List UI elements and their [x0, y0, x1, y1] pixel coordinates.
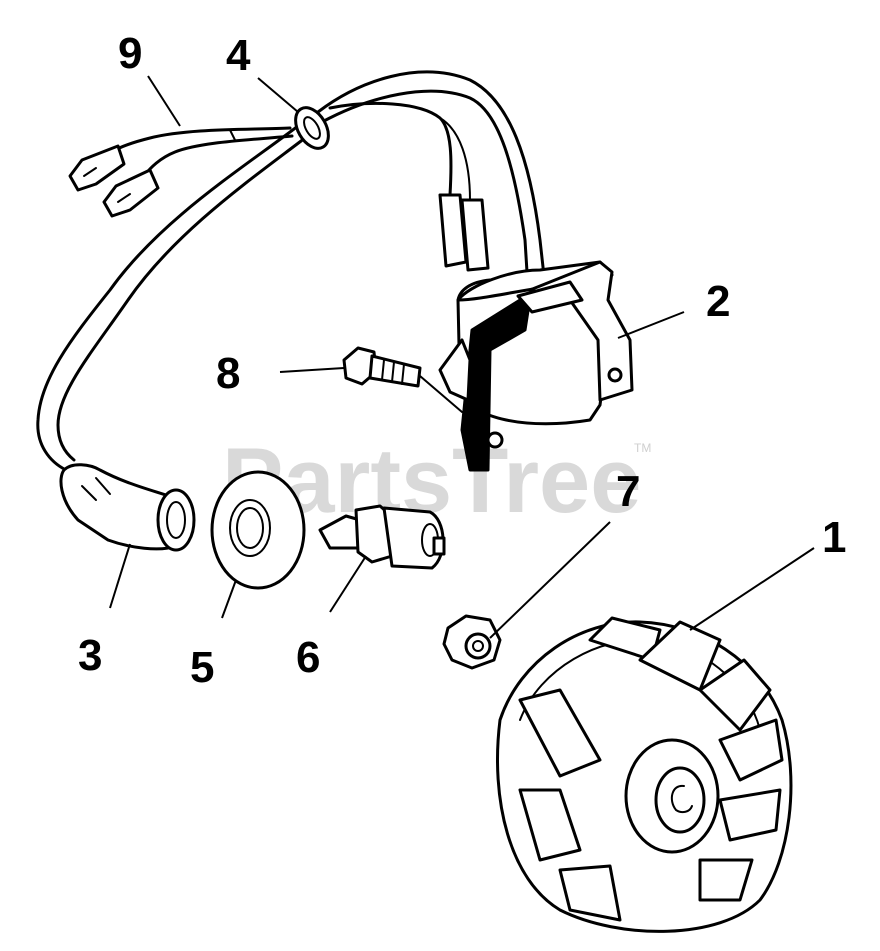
callout-8: 8	[216, 349, 240, 398]
part-4-grommet	[294, 106, 330, 150]
callout-4: 4	[226, 31, 251, 80]
callout-5: 5	[190, 643, 214, 692]
watermark-trademark: TM	[634, 441, 651, 455]
leader-lines	[109, 75, 815, 639]
callout-3: 3	[78, 631, 102, 680]
callout-1: 1	[822, 513, 846, 562]
part-8-screw	[342, 346, 463, 413]
callout-2: 2	[706, 277, 730, 326]
coil-connectors	[438, 193, 490, 272]
part-6-terminal	[318, 504, 446, 570]
part-1-flywheel	[496, 616, 793, 933]
callout-9: 9	[118, 29, 142, 78]
wire-harness	[36, 70, 547, 472]
part-2-ignition-coil	[438, 260, 634, 472]
part-9-connectors	[68, 144, 160, 218]
part-5-washer	[210, 470, 306, 590]
part-3-spark-plug-boot	[59, 463, 196, 552]
callout-labels: 1 2 3 4 5 6 7 8 9	[78, 29, 846, 692]
callout-6: 6	[296, 633, 320, 682]
part-7-nut	[442, 614, 502, 670]
callout-7: 7	[616, 467, 640, 516]
